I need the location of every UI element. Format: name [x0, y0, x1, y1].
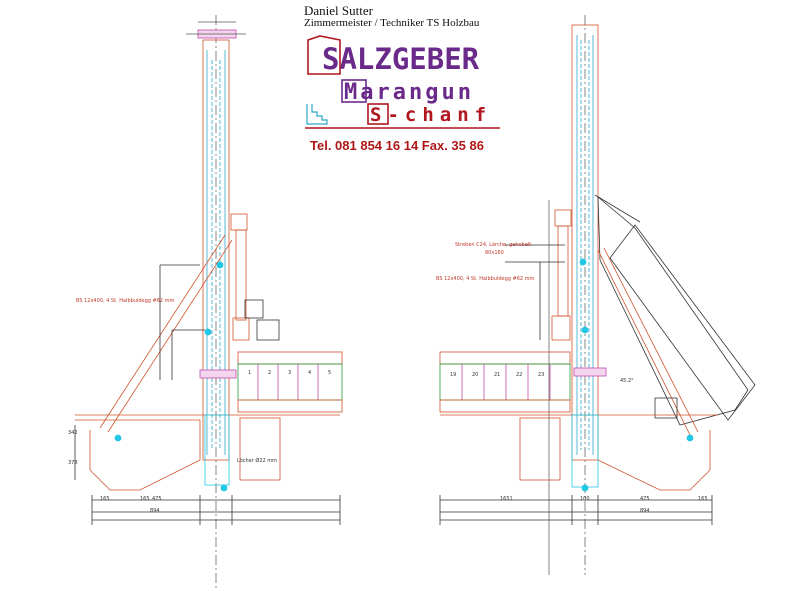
right-bay-5: 23 — [538, 372, 545, 378]
left-dim-4: 894 — [150, 508, 160, 514]
right-bay-3: 21 — [494, 372, 501, 378]
right-bay-1: 19 — [450, 372, 457, 378]
right-bay-4: 22 — [516, 372, 523, 378]
right-dim-4: 165 — [698, 496, 708, 502]
left-dim-2: 475 — [152, 496, 162, 502]
author-name: Daniel Sutter — [304, 3, 373, 18]
right-dim-2: 100 — [580, 496, 590, 502]
left-side-dim-1: 342 — [68, 430, 78, 436]
left-holes-note: Löcher Ø22 mm — [237, 458, 278, 464]
contact-phone: Tel. 081 854 16 14 Fax. 35 86 — [310, 138, 484, 153]
left-dim-1: 165 — [140, 496, 150, 502]
right-dim-3: 475 — [640, 496, 650, 502]
right-dim-5: 894 — [640, 508, 650, 514]
right-beam-note: BS 12x400, 4 St. Halbbuldegg #62 mm — [436, 276, 535, 282]
right-angle: 45.2° — [620, 378, 634, 384]
logo-graphic — [305, 35, 500, 129]
left-bay-5: 5 — [328, 370, 332, 376]
logo-line-marangun: Marangun — [344, 80, 474, 105]
left-dim-3: 165 — [100, 496, 110, 502]
right-dim-1: 1651 — [500, 496, 513, 502]
left-elevation — [74, 15, 343, 590]
right-elevation — [439, 15, 756, 575]
author-role: Zimmermeister / Techniker TS Holzbau — [304, 17, 480, 29]
left-bay-2: 2 — [268, 370, 272, 376]
left-side-dim-2: 378 — [68, 460, 78, 466]
right-bay-2: 20 — [472, 372, 479, 378]
left-bay-4: 4 — [308, 370, 312, 376]
left-bay-1: 1 — [248, 370, 252, 376]
logo-line-schanf: S-chanf — [370, 104, 493, 126]
right-strut-size: 80x160 — [485, 250, 504, 256]
left-beam-note: BS 12x400, 4 St. Halbbuldegg #62 mm — [76, 298, 175, 304]
right-strut-note: Streben C24, Lärche, gehobelt — [455, 242, 532, 248]
logo-line-salzgeber: SALZGEBER — [322, 42, 480, 76]
left-bay-3: 3 — [288, 370, 292, 376]
